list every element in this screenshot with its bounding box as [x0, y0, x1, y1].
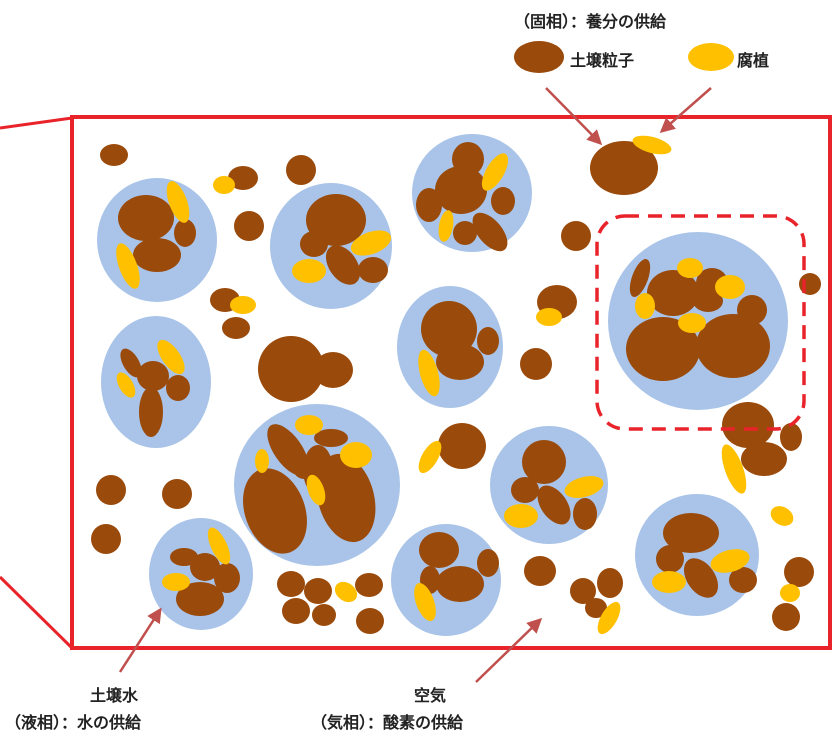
legend-humus-marker: [688, 43, 734, 71]
air-desc-label: （気相）：酸素の供給: [311, 713, 464, 732]
zoom-line-top: [0, 116, 73, 130]
humus-legend-label: 腐植: [737, 51, 770, 70]
air-title-label: 空気: [413, 686, 447, 705]
zoom-line-bottom: [0, 575, 74, 650]
arrow-particle: [545, 87, 603, 146]
highlight-box: [595, 214, 806, 431]
water-desc-label: （液相）：水の供給: [5, 713, 142, 732]
particle-legend-label: 土壌粒子: [570, 51, 635, 70]
solid-phase-label: （固相）：養分の供給: [514, 12, 667, 31]
arrow-water: [118, 607, 162, 673]
water-title-label: 土壌水: [89, 686, 139, 705]
arrow-humus: [659, 87, 712, 133]
humus-particles: [116, 135, 800, 635]
soil-particles: [91, 141, 821, 634]
arrow-air: [475, 617, 543, 683]
legend-particle-marker: [514, 41, 564, 73]
